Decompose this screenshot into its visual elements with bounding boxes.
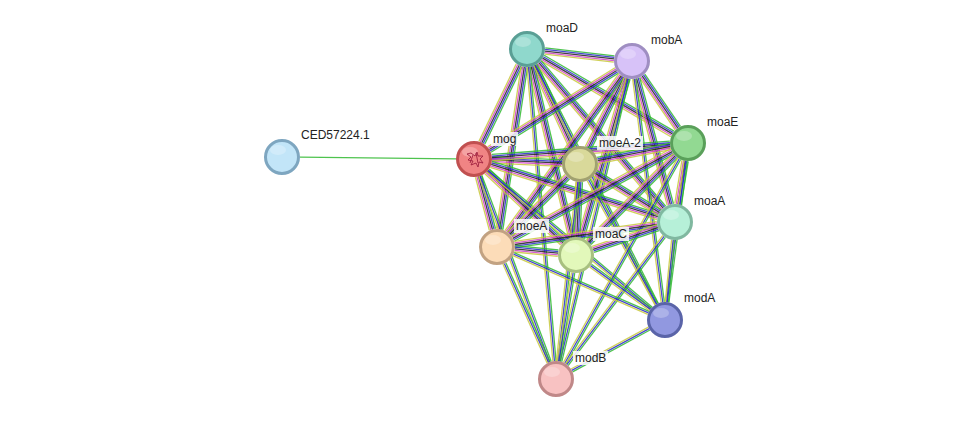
edge-strand bbox=[593, 228, 658, 250]
edge-strand bbox=[480, 65, 517, 143]
protein-node: moaD bbox=[509, 31, 545, 67]
node-label: mog bbox=[491, 132, 518, 146]
protein-node: moaC bbox=[558, 237, 594, 273]
edge-strand bbox=[557, 273, 571, 361]
edge-strand bbox=[545, 53, 614, 61]
node-label: moaE bbox=[705, 115, 740, 129]
edge-strand bbox=[590, 179, 658, 303]
interaction-edge bbox=[515, 246, 559, 257]
edge-strand bbox=[591, 266, 651, 310]
node-circle bbox=[264, 139, 300, 175]
edge-strand bbox=[559, 273, 573, 361]
node-circle bbox=[562, 146, 598, 182]
protein-node: CED57224.1 bbox=[264, 139, 300, 175]
edge-strand bbox=[573, 330, 650, 372]
node-label: mobA bbox=[649, 33, 684, 47]
node-label: modB bbox=[573, 351, 608, 365]
edge-strand bbox=[593, 226, 658, 248]
node-circle bbox=[647, 302, 683, 338]
protein-node: mobA bbox=[614, 43, 650, 79]
node-circle bbox=[558, 237, 594, 273]
edge-strand bbox=[571, 327, 648, 369]
edge-strand bbox=[512, 179, 570, 237]
edge-strand bbox=[503, 264, 547, 363]
node-circle bbox=[614, 43, 650, 79]
edge-strand bbox=[665, 240, 671, 302]
interaction-edge bbox=[557, 273, 574, 362]
node-circle bbox=[657, 204, 693, 240]
edge-strand bbox=[560, 79, 628, 362]
protein-node: moaE bbox=[670, 125, 706, 161]
node-circle bbox=[538, 361, 574, 397]
edge-strand bbox=[498, 67, 523, 229]
interaction-edge bbox=[592, 225, 659, 253]
interaction-edge bbox=[507, 174, 569, 236]
node-label: modA bbox=[682, 291, 717, 305]
edge-strand bbox=[506, 263, 550, 362]
interaction-edge bbox=[503, 263, 550, 363]
protein-node: moeA-2 bbox=[562, 146, 598, 182]
interaction-edge bbox=[587, 179, 658, 305]
edge-strand bbox=[510, 177, 568, 235]
edge-strand bbox=[300, 157, 456, 159]
node-circle bbox=[509, 31, 545, 67]
edge-strand bbox=[479, 64, 516, 142]
edge-strand bbox=[590, 267, 650, 311]
edge-strand bbox=[511, 178, 569, 236]
edge-strand bbox=[591, 264, 651, 308]
protein-node: modB bbox=[538, 361, 574, 397]
edge-strand bbox=[589, 180, 657, 304]
protein-node: moeA bbox=[479, 229, 515, 265]
node-label: moaD bbox=[544, 21, 580, 35]
interaction-edge bbox=[300, 157, 456, 159]
edge-strand bbox=[560, 273, 574, 361]
interaction-edge bbox=[545, 48, 615, 62]
node-circle bbox=[456, 141, 492, 177]
protein-node: modA bbox=[647, 302, 683, 338]
node-label: moeA-2 bbox=[597, 136, 643, 150]
interaction-edge bbox=[571, 327, 650, 372]
node-label: moaA bbox=[692, 194, 727, 208]
node-circle bbox=[479, 229, 515, 265]
interaction-edge bbox=[590, 264, 652, 310]
interaction-edge bbox=[665, 240, 675, 303]
protein-node: moaA bbox=[657, 204, 693, 240]
node-label: moeA bbox=[514, 219, 549, 233]
edge-strand bbox=[507, 174, 565, 232]
protein-node: mog bbox=[456, 141, 492, 177]
interaction-edge bbox=[559, 78, 630, 362]
edge-strand bbox=[572, 329, 649, 371]
edge-strand bbox=[504, 263, 548, 362]
edge-strand bbox=[592, 225, 657, 247]
node-label: moaC bbox=[593, 227, 629, 241]
node-circle bbox=[670, 125, 706, 161]
node-label: CED57224.1 bbox=[299, 128, 372, 142]
edge-strand bbox=[509, 176, 567, 234]
